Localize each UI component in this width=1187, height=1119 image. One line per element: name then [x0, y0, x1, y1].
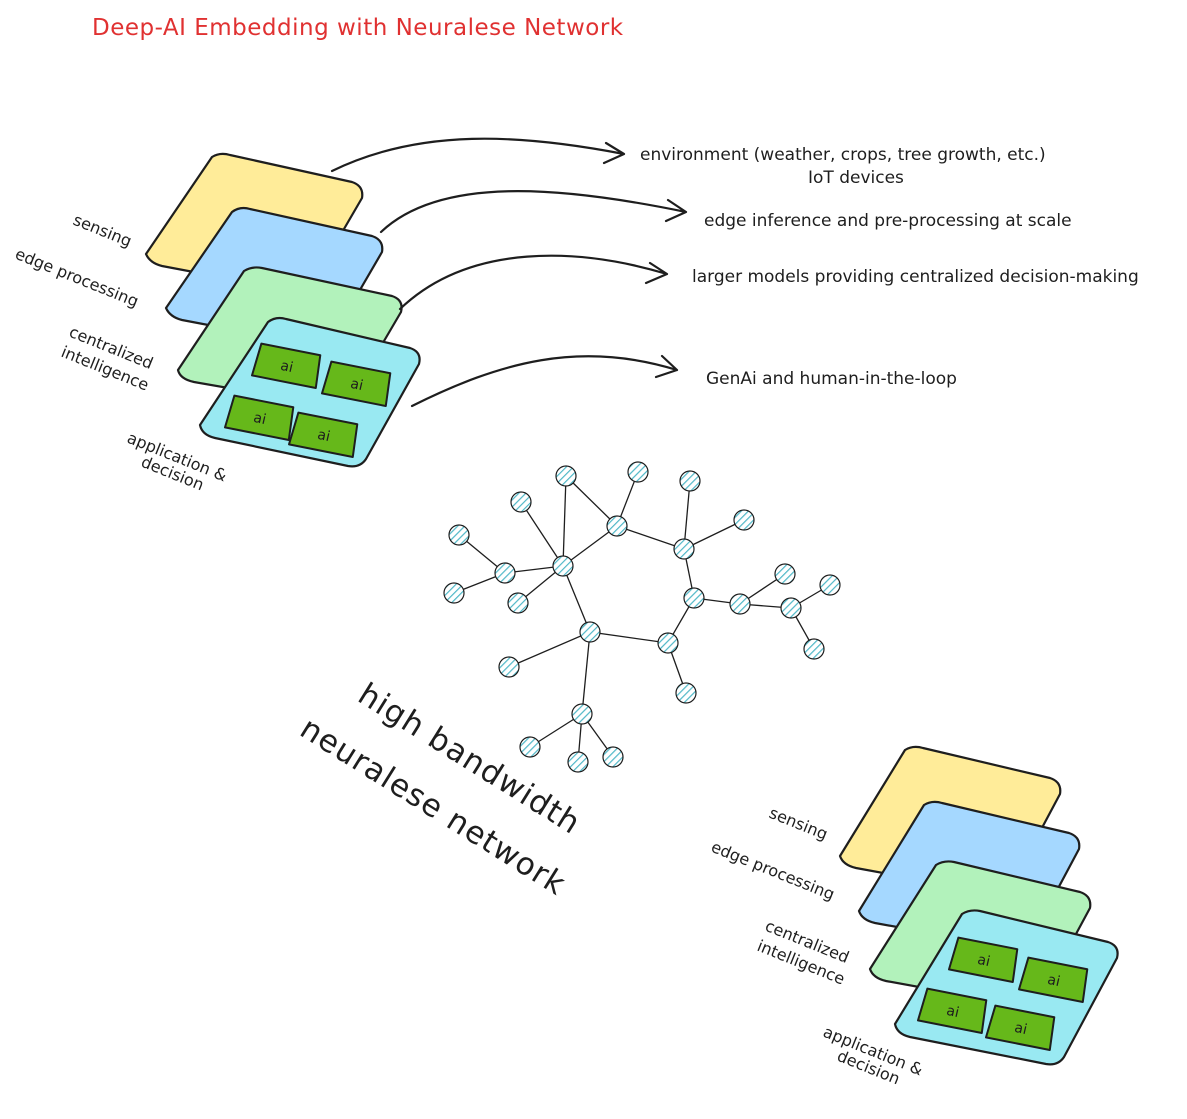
- network-node: [519, 736, 541, 758]
- desc-edge: edge inference and pre-processing at sca…: [704, 211, 1072, 231]
- chip-ai: ai: [916, 987, 988, 1035]
- neuralese-network: [443, 461, 841, 773]
- desc-central: larger models providing centralized deci…: [692, 267, 1139, 287]
- desc-app: GenAi and human-in-the-loop: [706, 369, 957, 389]
- label-edge-processing: edge processing: [709, 837, 838, 904]
- network-node: [510, 491, 532, 513]
- chip-ai: ai: [287, 411, 359, 459]
- chip-ai: ai: [250, 342, 322, 390]
- network-node: [579, 621, 601, 643]
- network-node: [819, 574, 841, 596]
- stack-top: ai ai ai ai sensing edge processing cent…: [13, 152, 421, 494]
- svg-text:ai: ai: [279, 358, 295, 376]
- network-node: [673, 538, 695, 560]
- network-node: [602, 746, 624, 768]
- network-node: [567, 751, 589, 773]
- network-nodes: [443, 461, 841, 773]
- chip-ai: ai: [947, 936, 1019, 984]
- network-node: [657, 632, 679, 654]
- stack-bottom: ai ai ai ai sensing edge processing cent…: [709, 745, 1119, 1088]
- network-node: [679, 470, 701, 492]
- network-node: [683, 587, 705, 609]
- arrow-sensing: [330, 137, 626, 173]
- svg-text:ai: ai: [349, 376, 365, 394]
- network-node: [555, 465, 577, 487]
- network-node: [733, 509, 755, 531]
- network-node: [774, 563, 796, 585]
- label-sensing: sensing: [767, 803, 831, 844]
- svg-text:ai: ai: [976, 952, 992, 970]
- network-node: [803, 638, 825, 660]
- svg-text:ai: ai: [1046, 972, 1062, 990]
- network-edges: [453, 471, 831, 763]
- chip-ai: ai: [1017, 956, 1089, 1004]
- network-node: [507, 592, 529, 614]
- diagram-title: Deep-AI Embedding with Neuralese Network: [92, 15, 624, 41]
- desc-sensing-line2: IoT devices: [808, 168, 904, 188]
- network-node: [443, 582, 465, 604]
- network-node: [606, 515, 628, 537]
- network-node: [627, 461, 649, 483]
- svg-text:ai: ai: [945, 1003, 961, 1021]
- network-node: [729, 593, 751, 615]
- label-edge-processing: edge processing: [13, 244, 142, 311]
- arrow-app: [410, 354, 679, 408]
- network-node: [552, 555, 574, 577]
- arrow-central: [398, 254, 669, 311]
- network-node: [494, 562, 516, 584]
- label-sensing: sensing: [71, 210, 135, 251]
- svg-text:ai: ai: [1013, 1020, 1029, 1038]
- arrows: [330, 137, 688, 408]
- network-node: [780, 597, 802, 619]
- desc-sensing-line1: environment (weather, crops, tree growth…: [640, 145, 1046, 165]
- arrow-edge: [379, 190, 688, 234]
- chip-ai: ai: [223, 394, 295, 442]
- network-node: [571, 703, 593, 725]
- chip-ai: ai: [984, 1004, 1056, 1052]
- svg-text:ai: ai: [252, 410, 268, 428]
- svg-text:ai: ai: [316, 427, 332, 445]
- network-node: [498, 656, 520, 678]
- network-node: [448, 524, 470, 546]
- network-node: [675, 682, 697, 704]
- chip-ai: ai: [320, 360, 392, 408]
